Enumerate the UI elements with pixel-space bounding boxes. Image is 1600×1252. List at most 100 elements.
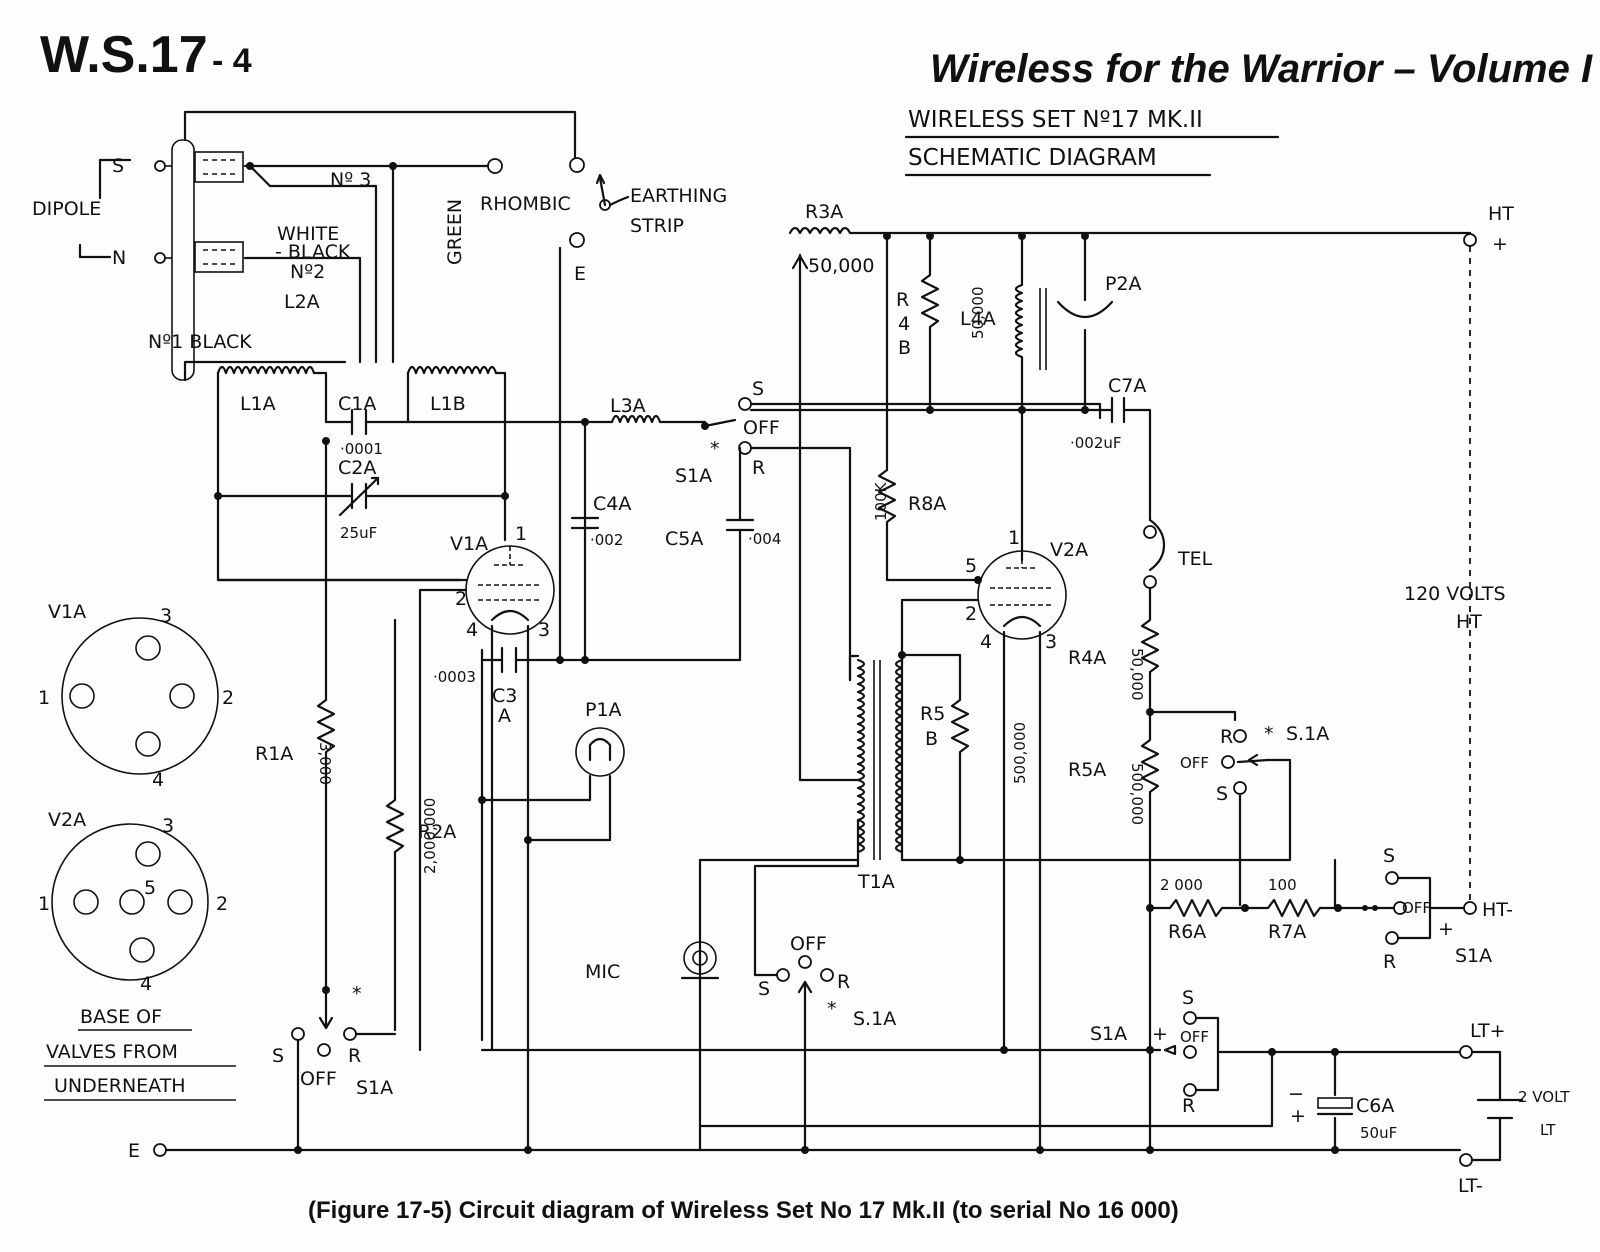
s1a-ht-s-label: S bbox=[1383, 845, 1395, 867]
c3a-value: ·0003 bbox=[433, 668, 476, 686]
l4a-inductor-icon bbox=[1014, 234, 1024, 562]
c4a-label: C4A bbox=[593, 493, 631, 515]
r4a-resistor-icon bbox=[1140, 586, 1160, 717]
section-code: W.S.17 bbox=[40, 26, 208, 84]
r5b-label: R5 bbox=[920, 703, 945, 725]
p1a-lamp-icon bbox=[575, 727, 625, 777]
dipole-connector bbox=[154, 139, 244, 381]
r6a-value: 2 000 bbox=[1160, 876, 1203, 894]
s1a-lt-off-terminal bbox=[1183, 1045, 1197, 1059]
lt-battery-icon bbox=[1470, 1050, 1524, 1162]
r6a-label: R6A bbox=[1168, 921, 1206, 943]
r7a-label: R7A bbox=[1268, 921, 1306, 943]
s1a-ht-r-terminal bbox=[1385, 931, 1399, 945]
r5a-label: R5A bbox=[1068, 759, 1106, 781]
dipole-bracket bbox=[78, 158, 132, 259]
v1a-pin2: 2 bbox=[455, 588, 467, 610]
r3a-wiper-arrow-icon bbox=[791, 254, 809, 270]
wire-l1b-right bbox=[494, 371, 507, 542]
book-title: Wireless for the Warrior – Volume I bbox=[930, 47, 1593, 91]
svg-text:+: + bbox=[1438, 918, 1454, 940]
earth-label: E bbox=[128, 1140, 140, 1162]
earth-terminal bbox=[153, 1143, 167, 1157]
s1a-right-r-terminal bbox=[1233, 729, 1247, 743]
svg-text:*: * bbox=[352, 983, 362, 1005]
s1a-mic-r-terminal bbox=[820, 968, 834, 982]
r1a-value: 3,000 bbox=[316, 742, 334, 785]
s1a-right-r-label: R bbox=[1220, 726, 1233, 748]
s1a-left-arrow-icon bbox=[318, 1016, 334, 1030]
wire-ht-feed-s bbox=[749, 402, 1102, 420]
r3a-value: 50,000 bbox=[808, 255, 874, 277]
v1a-base-pin3: 3 bbox=[160, 605, 172, 627]
c7a-label: C7A bbox=[1108, 375, 1146, 397]
ht-minus-label: HT- bbox=[1482, 899, 1513, 921]
s1a-top-blade bbox=[703, 418, 737, 428]
c7a-capacitor-icon bbox=[1110, 396, 1126, 424]
p2a-label: P2A bbox=[1105, 273, 1142, 295]
r4b-label-4: 4 bbox=[898, 313, 910, 335]
wire-white bbox=[248, 164, 378, 364]
t1a-label: T1A bbox=[857, 871, 895, 893]
wire-top-loop bbox=[183, 110, 577, 160]
v2a-base-pin1: 1 bbox=[38, 893, 50, 915]
s1a-right-s-label: S bbox=[1216, 783, 1228, 805]
base-caption-line1: BASE OF bbox=[80, 1006, 162, 1028]
green-label: GREEN bbox=[444, 199, 466, 265]
ht-plus-terminal bbox=[1463, 233, 1477, 247]
dipole-n-label: N bbox=[112, 247, 126, 269]
l1a-coil-icon bbox=[216, 365, 316, 375]
c6a-label: C6A bbox=[1356, 1095, 1394, 1117]
dipole-label: DIPOLE bbox=[32, 198, 101, 220]
wire-r3a-wiper bbox=[798, 253, 860, 782]
v2a-pin5: 5 bbox=[965, 555, 977, 577]
s1a-left-r-terminal bbox=[343, 1027, 357, 1041]
r1a-label: R1A bbox=[255, 743, 293, 765]
white-black-label: - BLACK bbox=[275, 241, 351, 263]
svg-text:−: − bbox=[1288, 1083, 1304, 1105]
s1a-left-off-terminal bbox=[317, 1043, 331, 1057]
mic-icon bbox=[683, 941, 717, 975]
c4a-value: ·002 bbox=[590, 531, 623, 549]
t1a-transformer bbox=[856, 658, 904, 860]
v1a-pin1: 1 bbox=[515, 523, 527, 545]
v2a-pin2: 2 bbox=[965, 603, 977, 625]
v1a-base-pin4: 4 bbox=[152, 769, 164, 791]
strip-label: STRIP bbox=[630, 215, 684, 237]
schematic-title-line1: WIRELESS SET Nº17 MK.II bbox=[908, 107, 1203, 133]
wire-v1a-grid bbox=[418, 588, 468, 1052]
s1a-mic-off-label: OFF bbox=[790, 933, 827, 955]
c3a-capacitor-icon bbox=[500, 646, 518, 674]
volts-label: 120 VOLTS bbox=[1404, 583, 1506, 605]
s1a-lt-s-terminal bbox=[1183, 1011, 1197, 1025]
s1a-left-r-label: R bbox=[348, 1045, 361, 1067]
p1a-label: P1A bbox=[585, 699, 622, 721]
s1a-ht-label: S1A bbox=[1455, 945, 1492, 967]
c2a-label: C2A bbox=[338, 457, 376, 479]
l3a-coil-icon bbox=[583, 414, 707, 424]
c2a-variable-capacitor-icon bbox=[338, 476, 380, 517]
wire-lt-feed bbox=[480, 1044, 1177, 1056]
rhombic-label: RHOMBIC bbox=[480, 193, 571, 215]
lt-minus-terminal bbox=[1459, 1153, 1473, 1167]
svg-text:+: + bbox=[1290, 1105, 1306, 1127]
s1a-lt-r-label: R bbox=[1182, 1095, 1195, 1117]
rhombic-terminal bbox=[487, 158, 503, 174]
s1a-mic-blade bbox=[753, 973, 813, 1152]
s1a-left-label: S1A bbox=[356, 1077, 393, 1099]
wire-white-black bbox=[243, 256, 362, 364]
s1a-lt-s-label: S bbox=[1182, 987, 1194, 1009]
v2a-base-pin4: 4 bbox=[140, 973, 152, 995]
switch-e-terminal bbox=[569, 232, 585, 248]
c6a-capacitor-icon bbox=[1317, 1097, 1353, 1109]
r4b-value: 50,000 bbox=[969, 287, 987, 340]
p2a-headphone-icon bbox=[1056, 300, 1114, 318]
wire-l1a-right bbox=[312, 371, 328, 424]
v1a-valve bbox=[465, 545, 555, 635]
s1a-mic-s-label: S bbox=[758, 978, 770, 1000]
c4a-capacitor-icon bbox=[570, 516, 600, 530]
l2a-label: L2A bbox=[284, 291, 320, 313]
r8a-value: 100K bbox=[872, 481, 890, 521]
r5a-value: 500,000 bbox=[1128, 763, 1146, 825]
ht-minus-terminal bbox=[1463, 901, 1477, 915]
